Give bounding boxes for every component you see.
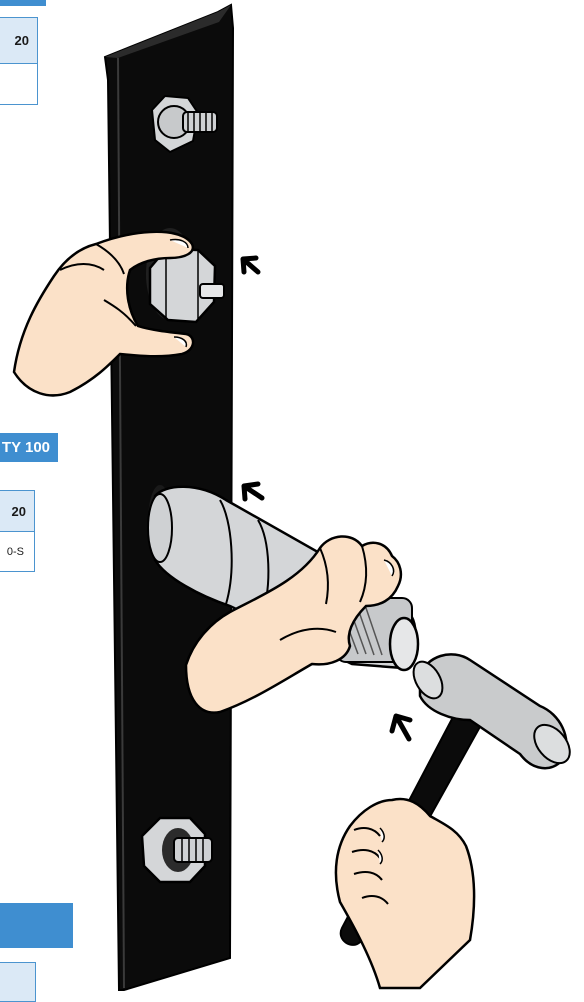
arrow-icon-upper (243, 258, 258, 272)
arrow-icon-middle (244, 484, 262, 499)
arrow-icon-lower (392, 716, 410, 739)
lower-hand (336, 799, 474, 988)
